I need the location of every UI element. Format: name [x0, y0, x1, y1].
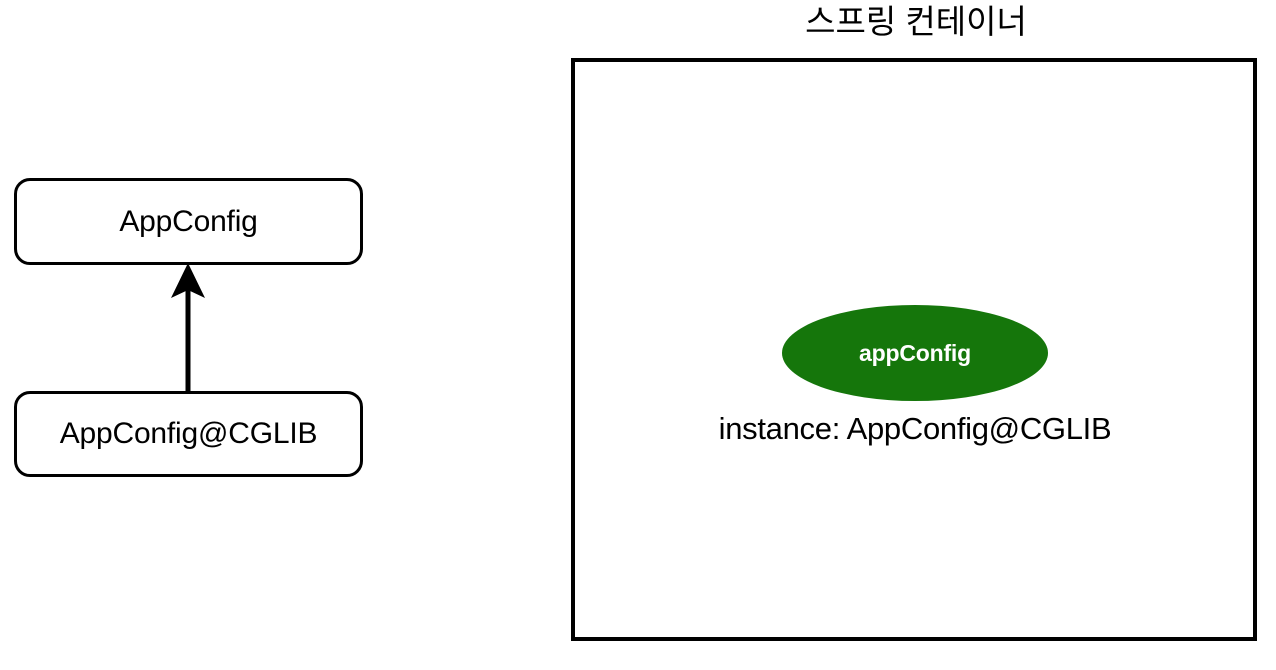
- bean-group: appConfig instance: AppConfig@CGLIB: [682, 305, 1148, 450]
- bean-ellipse-appconfig: appConfig: [782, 305, 1048, 401]
- class-box-appconfig-label: AppConfig: [119, 204, 258, 238]
- spring-container-title: 스프링 컨테이너: [805, 3, 1027, 40]
- class-box-appconfig-cglib: AppConfig@CGLIB: [14, 391, 363, 477]
- inheritance-arrow-icon: [171, 263, 205, 396]
- class-box-appconfig: AppConfig: [14, 178, 363, 265]
- bean-ellipse-label: appConfig: [859, 339, 971, 366]
- bean-instance-label: instance: AppConfig@CGLIB: [718, 411, 1112, 446]
- class-box-appconfig-cglib-label: AppConfig@CGLIB: [59, 417, 318, 450]
